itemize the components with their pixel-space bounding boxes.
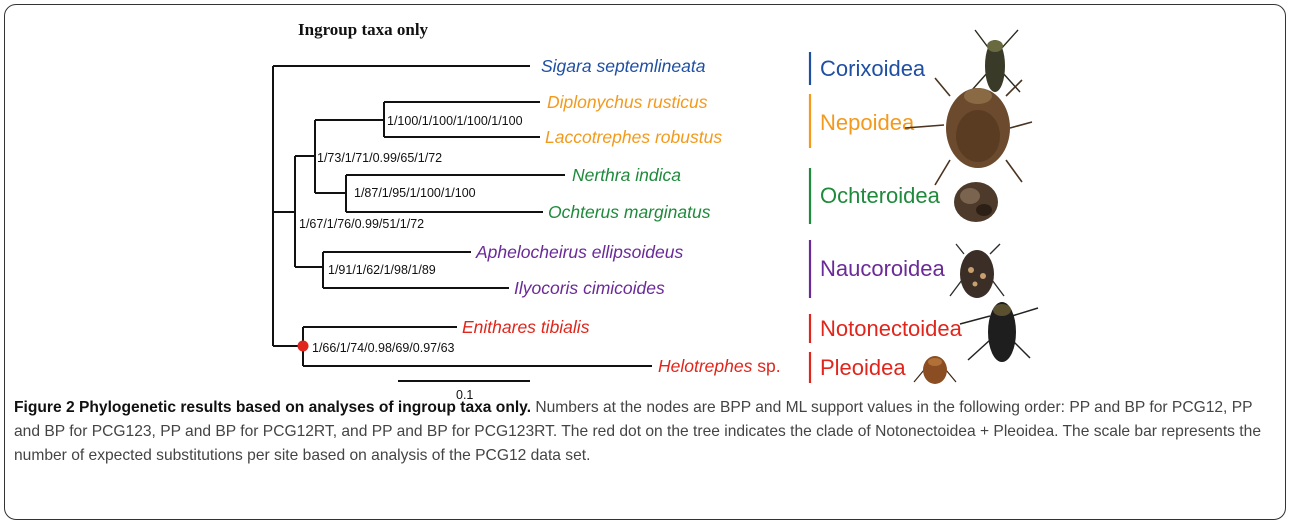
caption-text: Numbers at the nodes are BPP and ML supp…	[14, 399, 1261, 464]
tree-branches	[272, 65, 652, 367]
clade-label: Notonectoidea	[820, 316, 963, 341]
highlight-node-dot	[297, 340, 309, 352]
clade-label: Nepoidea	[820, 110, 915, 135]
support-value: 1/67/1/76/0.99/51/1/72	[299, 217, 424, 231]
clade-label: Pleoidea	[820, 355, 906, 380]
figure-frame	[4, 4, 1286, 520]
taxon-label: Enithares tibialis	[462, 317, 590, 337]
support-value: 1/100/1/100/1/100/1/100	[387, 114, 523, 128]
insect-image-pleoidea	[913, 356, 957, 384]
insect-image-notonectoidea	[959, 302, 1039, 362]
taxon-label: Nerthra indica	[572, 165, 681, 185]
support-value: 1/73/1/71/0.99/65/1/72	[317, 151, 442, 165]
figure-panel: Ingroup taxa only	[272, 20, 1039, 400]
clade-label: Corixoidea	[820, 56, 926, 81]
taxon-label: Helotrephes sp.	[658, 356, 781, 376]
taxon-label: Ochterus marginatus	[548, 202, 711, 222]
support-value: 1/91/1/62/1/98/1/89	[328, 263, 436, 277]
scale-bar-label: 0.1	[456, 388, 473, 400]
phylogenetic-tree: 1/100/1/100/1/100/1/100 1/73/1/71/0.99/6…	[272, 29, 1039, 400]
taxon-label: Diplonychus rusticus	[547, 92, 708, 112]
clade-label: Ochteroidea	[820, 183, 941, 208]
insect-image-corixoidea	[971, 29, 1021, 93]
insect-image-nepoidea	[904, 77, 1033, 186]
figure-caption: Figure 2 Phylogenetic results based on a…	[14, 396, 1276, 468]
taxon-label: Ilyocoris cimicoides	[514, 278, 665, 298]
panel-title: Ingroup taxa only	[298, 20, 429, 39]
insect-image-ochteroidea	[954, 182, 998, 222]
caption-label: Figure 2 Phylogenetic results based on a…	[14, 399, 532, 416]
taxon-label: Laccotrephes robustus	[545, 127, 722, 147]
taxon-label: Aphelocheirus ellipsoideus	[475, 242, 683, 262]
taxon-label: Sigara septemlineata	[541, 56, 706, 76]
insect-image-naucoroidea	[949, 243, 1005, 298]
support-value: 1/87/1/95/1/100/1/100	[354, 186, 476, 200]
clade-label: Naucoroidea	[820, 256, 946, 281]
support-value: 1/66/1/74/0.98/69/0.97/63	[312, 341, 455, 355]
